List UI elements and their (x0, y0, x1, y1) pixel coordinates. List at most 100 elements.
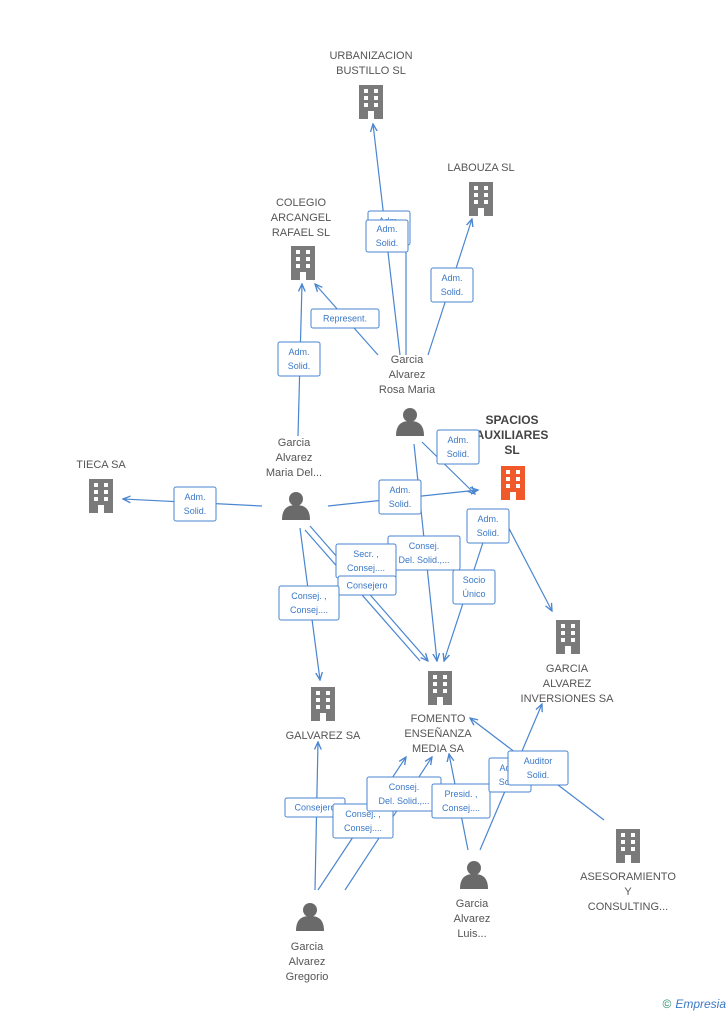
person-icon (296, 903, 324, 931)
edge-label-text: Consej.... (347, 563, 385, 573)
node-label: MEDIA SA (412, 743, 465, 755)
edge-label-text: Consej.... (290, 605, 328, 615)
node-label: ASESORAMIENTO (580, 871, 676, 883)
node-label: Garcia (391, 354, 424, 366)
person-node-luis[interactable]: GarciaAlvarezLuis... (454, 861, 491, 940)
edge-label-text: Del. Solid.,... (378, 796, 429, 806)
node-label: Gregorio (286, 971, 329, 983)
node-label: RAFAEL SL (272, 227, 330, 239)
edge-label-box (365, 219, 409, 253)
edge-label-rosa-colegio[interactable]: Represent. (310, 308, 380, 329)
edge-label-gregorio-fomento-2[interactable]: Consej.Del. Solid.,... (366, 776, 442, 812)
edge-label-text: Solid. (184, 506, 207, 516)
person-icon (396, 408, 424, 436)
node-label: CONSULTING... (588, 901, 668, 913)
company-node-tieca[interactable]: TIECA SA (76, 459, 126, 513)
edge-label-text: Consej. (409, 541, 440, 551)
edge-label-text: Solid. (447, 449, 470, 459)
edge-label-text: Solid. (441, 287, 464, 297)
node-label: Alvarez (276, 452, 313, 464)
edge-line-rosa-spacios (421, 441, 475, 494)
edge-label-text: Socio (463, 575, 486, 585)
brand-name: Empresia (675, 997, 726, 1011)
edge-label-mariadel-fomento-2[interactable]: Consejero (337, 575, 397, 596)
node-label: BUSTILLO SL (336, 65, 406, 77)
company-node-labouza[interactable]: LABOUZA SL (447, 162, 515, 216)
building-icon (311, 687, 335, 721)
edge-label-rosa-urbanizacion-2[interactable]: Adm.Solid. (365, 219, 409, 253)
node-label: ARCANGEL (271, 212, 332, 224)
edge-label-rosa-labouza[interactable]: Adm. Solid. (430, 267, 474, 303)
company-node-galvarez[interactable]: GALVAREZ SA (286, 687, 361, 742)
company-node-colegio[interactable]: COLEGIO ARCANGEL RAFAEL SL (271, 197, 332, 280)
node-label: ENSEÑANZA (404, 727, 472, 740)
footer-brand[interactable]: ©Empresia (662, 997, 726, 1011)
edge-label-text: Adm. (184, 492, 205, 502)
node-label: Garcia (291, 941, 324, 953)
copyright-icon: © (662, 997, 672, 1011)
edge-label-text: Único (462, 589, 485, 599)
edge-label-mariadel-galvarez[interactable]: Consej. ,Consej.... (278, 585, 340, 621)
edge-label-spacios-inversiones[interactable]: Adm.Solid. (466, 508, 510, 544)
building-icon (291, 246, 315, 280)
edge-label-box (310, 308, 380, 329)
node-label: Rosa Maria (379, 384, 436, 396)
node-label: ALVAREZ (543, 678, 592, 690)
node-label: Luis... (457, 928, 486, 940)
company-node-garcia_inversiones[interactable]: GARCIA ALVAREZ INVERSIONES SA (521, 620, 615, 705)
node-label: INVERSIONES SA (521, 693, 615, 705)
edge-label-box (337, 575, 397, 596)
edge-label-text: Adm. (441, 273, 462, 283)
node-label: GARCIA (546, 663, 589, 675)
edge-label-text: Solid. (477, 528, 500, 538)
person-icon (460, 861, 488, 889)
edge-label-text: Secr. , (353, 549, 379, 559)
edge-label-text: Consej.... (442, 803, 480, 813)
edge-label-rosa-spacios[interactable]: Adm.Solid. (436, 429, 480, 465)
edge-label-box (452, 569, 496, 605)
node-label: Garcia (456, 898, 489, 910)
edge-label-mariadel-spacios[interactable]: Adm. Solid. (378, 479, 422, 515)
edge-label-text: Solid. (288, 361, 311, 371)
node-label: SL (504, 443, 519, 457)
edge-label-text: Auditor (524, 756, 553, 766)
edge-label-text: Solid. (376, 238, 399, 248)
edge-label-text: Consejero (346, 581, 387, 591)
company-node-asesoramiento[interactable]: ASESORAMIENTO Y CONSULTING... (580, 829, 676, 913)
edge-label-gregorio-fomento[interactable]: Consej. ,Consej.... (332, 803, 394, 839)
edge-label-box (436, 429, 480, 465)
edge-line-spacios-inversiones (502, 516, 552, 611)
edge-label-mariadel-colegio[interactable]: Adm.Solid. (277, 341, 321, 377)
edge-label-text: Presid. , (444, 789, 477, 799)
person-icon (282, 492, 310, 520)
edge-label-text: Solid. (527, 770, 550, 780)
edge-label-text: Consejero (294, 803, 335, 813)
node-label: Y (624, 886, 632, 898)
node-label: TIECA SA (76, 459, 126, 471)
building-icon (428, 671, 452, 705)
building-icon (616, 829, 640, 863)
edge-label-text: Solid. (389, 499, 412, 509)
edge-label-text: Adm. (389, 485, 410, 495)
edge-label-text: Del. Solid.,... (398, 555, 449, 565)
edge-label-luis-fomento[interactable]: Presid. , Consej.... (431, 783, 491, 819)
edge-label-rosa-fomento[interactable]: Consej. Del. Solid.,... (387, 535, 461, 571)
node-label: Alvarez (289, 956, 326, 968)
edge-label-box (507, 750, 569, 786)
edge-label-box (332, 803, 394, 839)
node-label: COLEGIO (276, 197, 327, 209)
node-label: Maria Del... (266, 467, 322, 479)
node-label: Alvarez (454, 913, 491, 925)
edge-label-mariadel-tieca[interactable]: Adm. Solid. (173, 486, 217, 522)
edge-label-mariadel-fomento[interactable]: Secr. , Consej.... (335, 543, 397, 579)
